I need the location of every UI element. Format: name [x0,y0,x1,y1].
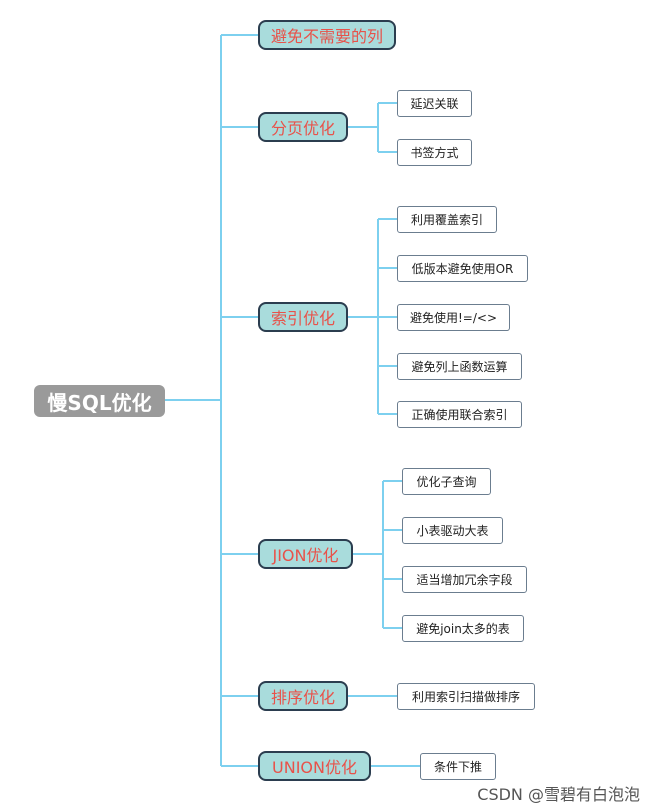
category-sort: 排序优化 [258,681,348,711]
leaf-deferred-join: 延迟关联 [397,90,472,117]
leaf-redundant-fields: 适当增加冗余字段 [402,566,527,593]
leaf-covering-index: 利用覆盖索引 [397,206,497,233]
leaf-avoid-many-joins: 避免join太多的表 [402,615,524,642]
category-avoid-unneeded-columns: 避免不需要的列 [258,20,396,50]
leaf-avoid-not-equal: 避免使用!=/<> [397,304,510,331]
leaf-avoid-functions: 避免列上函数运算 [397,353,522,380]
watermark: CSDN @雪碧有白泡泡 [477,785,640,804]
root-node: 慢SQL优化 [34,385,165,417]
category-index: 索引优化 [258,302,348,332]
leaf-optimize-subquery: 优化子查询 [402,468,491,495]
leaf-bookmark: 书签方式 [397,139,472,166]
category-union: UNION优化 [258,751,371,781]
leaf-index-scan-sort: 利用索引扫描做排序 [397,683,535,710]
leaf-condition-pushdown: 条件下推 [420,753,496,780]
leaf-small-drives-large: 小表驱动大表 [402,517,503,544]
category-pagination: 分页优化 [258,112,348,142]
leaf-avoid-or: 低版本避免使用OR [397,255,528,282]
category-join: JION优化 [258,539,353,569]
leaf-composite-index: 正确使用联合索引 [397,401,522,428]
